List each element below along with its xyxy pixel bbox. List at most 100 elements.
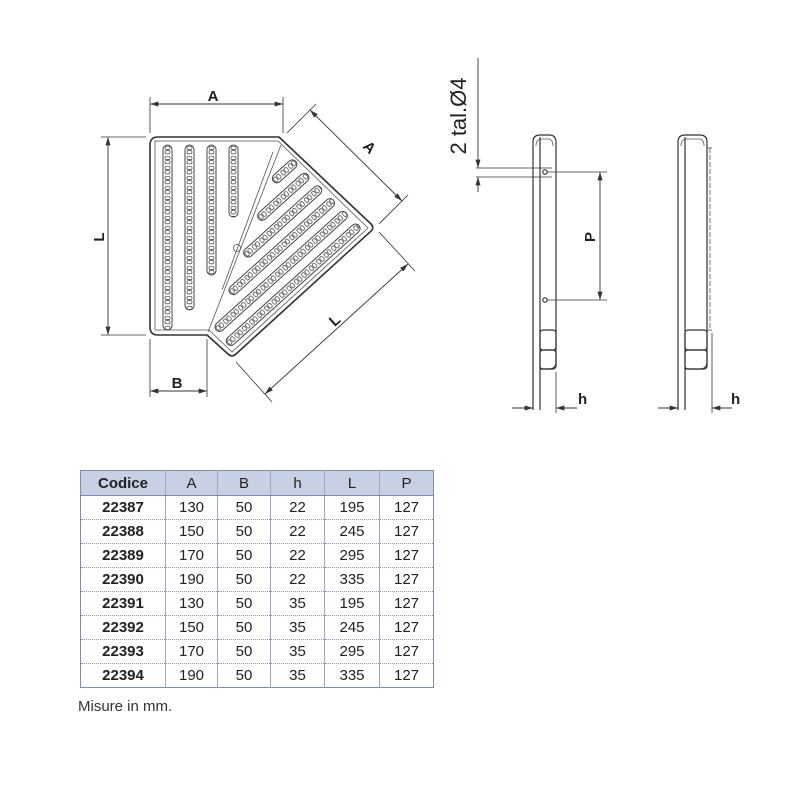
cell-l: 295: [324, 639, 380, 664]
slot-strip: [206, 144, 217, 276]
table-row: 22387 130 50 22 195 127: [80, 495, 434, 520]
cell-h: 35: [270, 591, 325, 616]
cell-h: 22: [270, 567, 325, 592]
dimensions-table: Codice A B h L P 22387 130 50 22 195 127…: [80, 470, 434, 688]
side-profile-lower-lip: [539, 349, 557, 370]
cell-codice: 22388: [80, 519, 166, 544]
end-profile-outline: [677, 134, 708, 410]
table-body: 22387 130 50 22 195 127 22388 150 50 22 …: [80, 495, 434, 688]
dimension-line-l-angled: [264, 263, 409, 395]
dimension-label-p: P: [582, 232, 599, 242]
cell-codice: 22391: [80, 591, 166, 616]
column-header-l: L: [324, 470, 380, 496]
grille-side-view: 2 tal.Ø4 P h: [446, 58, 607, 413]
cell-h: 35: [270, 615, 325, 640]
table-row: 22393 170 50 35 295 127: [80, 639, 434, 664]
side-profile-top-cap: [535, 138, 554, 147]
cell-p: 127: [379, 639, 434, 664]
left-panel-slots: [162, 144, 239, 331]
table-row: 22390 190 50 22 335 127: [80, 567, 434, 592]
seam-line: [221, 151, 274, 291]
hole-note-label: 2 tal.Ø4: [446, 77, 471, 154]
cell-l: 335: [324, 567, 380, 592]
cell-b: 50: [217, 639, 271, 664]
cell-b: 50: [217, 591, 271, 616]
cell-a: 170: [165, 543, 218, 568]
cell-p: 127: [379, 615, 434, 640]
side-profile-outline: [532, 134, 557, 410]
cell-l: 335: [324, 663, 380, 688]
table-header-row: Codice A B h L P: [80, 470, 434, 496]
cell-p: 127: [379, 543, 434, 568]
column-header-a: A: [165, 470, 218, 496]
cell-p: 127: [379, 663, 434, 688]
table-row: 22391 130 50 35 195 127: [80, 591, 434, 616]
extension-line: [286, 103, 317, 134]
cell-b: 50: [217, 615, 271, 640]
slot-strip-frame: [184, 144, 195, 311]
cell-h: 22: [270, 519, 325, 544]
slot-strip-frame: [206, 144, 217, 276]
cell-h: 22: [270, 495, 325, 520]
cell-l: 245: [324, 615, 380, 640]
seam-rivet: [233, 244, 241, 252]
cell-h: 35: [270, 639, 325, 664]
column-header-codice: Codice: [80, 470, 166, 496]
dimension-label-h-end: h: [731, 391, 740, 408]
cell-b: 50: [217, 543, 271, 568]
end-profile-lower-lip: [684, 349, 708, 370]
cell-p: 127: [379, 591, 434, 616]
technical-drawing: A L B A L 2 tal.Ø4: [91, 58, 740, 413]
dimension-label-a-top: A: [208, 88, 219, 105]
slot-strip-frame: [257, 172, 310, 221]
slot-strip: [162, 144, 173, 331]
column-header-h: h: [270, 470, 325, 496]
extension-line: [378, 194, 409, 225]
end-profile-top-cap: [680, 138, 705, 147]
cell-a: 170: [165, 639, 218, 664]
cell-p: 127: [379, 567, 434, 592]
cell-l: 195: [324, 591, 380, 616]
dimension-label-a-angled: A: [359, 138, 379, 158]
extension-line: [378, 231, 416, 272]
cell-h: 35: [270, 663, 325, 688]
grille-end-view: h: [658, 134, 740, 413]
cell-a: 130: [165, 495, 218, 520]
cell-codice: 22392: [80, 615, 166, 640]
dimension-label-l-angled: L: [326, 311, 344, 330]
cell-l: 245: [324, 519, 380, 544]
cell-codice: 22387: [80, 495, 166, 520]
seam-line: [207, 144, 282, 333]
grille-front-view: A L B A L: [91, 88, 416, 403]
fixing-hole-marker: [542, 297, 548, 303]
extension-line: [235, 361, 273, 403]
table-row: 22388 150 50 22 245 127: [80, 519, 434, 544]
cell-a: 190: [165, 567, 218, 592]
end-profile-lower-lip: [684, 329, 708, 351]
side-profile-lower-lip: [539, 329, 557, 351]
cell-a: 150: [165, 615, 218, 640]
table-row: 22394 190 50 35 335 127: [80, 663, 434, 688]
column-header-b: B: [217, 470, 271, 496]
cell-codice: 22389: [80, 543, 166, 568]
cell-l: 295: [324, 543, 380, 568]
slot-strip-frame: [162, 144, 173, 331]
column-header-p: P: [379, 470, 434, 496]
dimension-label-l-left: L: [91, 232, 108, 241]
units-footnote: Misure in mm.: [78, 698, 173, 715]
cell-b: 50: [217, 663, 271, 688]
cell-codice: 22394: [80, 663, 166, 688]
cell-a: 130: [165, 591, 218, 616]
slot-strip: [271, 159, 298, 184]
cell-l: 195: [324, 495, 380, 520]
cell-codice: 22390: [80, 567, 166, 592]
cell-h: 22: [270, 543, 325, 568]
cell-b: 50: [217, 519, 271, 544]
cell-a: 190: [165, 663, 218, 688]
dimension-label-b-bottom: B: [172, 375, 183, 392]
table-row: 22392 150 50 35 245 127: [80, 615, 434, 640]
slot-strip-frame: [228, 144, 239, 218]
dimension-label-h: h: [578, 391, 587, 408]
fixing-hole-marker: [542, 169, 548, 175]
slot-strip: [257, 172, 310, 221]
